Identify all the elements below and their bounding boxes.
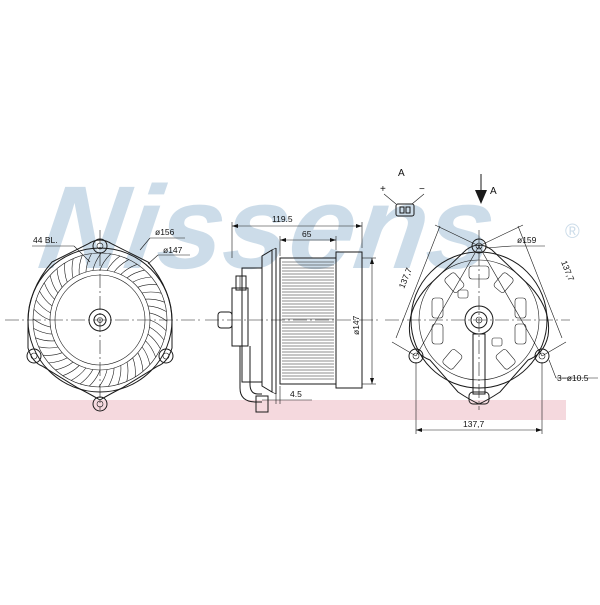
fan-blade [64,262,68,283]
fan-blade [141,346,151,365]
fan-blade [62,365,80,376]
fan-blade [98,369,108,388]
fan-blade [149,326,165,341]
wheel-length-label: 65 [302,229,312,239]
fan-blade [108,367,115,387]
wheel-blade-hatching [282,261,334,380]
svg-text:®: ® [565,221,580,243]
pitch-right-label: 137,7 [559,259,576,283]
fan-blade [33,309,51,321]
fan-blades [32,252,168,388]
terminal-plus-label: + [380,184,386,195]
side-view: 119.5 65 ø147 4.5 [205,214,380,413]
fan-blade [78,255,83,275]
view-arrow-label: A [490,186,497,197]
fan-blade [126,362,129,382]
fan-blade [145,298,165,303]
fan-blade [99,253,111,271]
fan-blade [44,282,55,300]
fan-blade [89,369,101,387]
rear-view: 137,7 137,7 137,7 ø159 3−ø10.5 [385,224,598,434]
brand-logo-watermark: Nissens ® [32,163,580,294]
watermark-band [30,400,566,420]
fan-blade [39,290,53,307]
fan-blade [49,275,59,294]
fan-blade [137,284,158,288]
fan-blade [126,269,145,279]
fan-blade [55,361,74,371]
fan-blade [149,319,167,331]
view-direction-arrow: A [475,174,497,204]
fan-blade [142,291,162,294]
fan-blade [35,337,55,342]
terminal-minus-label: − [419,184,425,195]
fan-blade [113,259,130,273]
fan-blade [132,357,136,378]
fan-blade [48,357,68,364]
flange-offset-label: 4.5 [290,389,302,399]
fan-blade [79,369,94,385]
connector-view-letter: A [398,168,405,179]
fan-blade [85,253,92,273]
fan-blade [33,328,53,335]
outer-diameter-label: ø156 [155,227,175,237]
fan-blade [132,276,152,283]
overall-length-label: 119.5 [272,214,293,224]
fan-blade [42,352,63,356]
fan-blade [56,268,63,288]
fan-blade [38,346,58,349]
pitch-bottom-label: 137,7 [463,419,485,429]
fan-blade [92,252,102,271]
front-view: 44 BL. ø156 ø147 [5,227,200,412]
fan-blade [149,312,168,322]
mount-diameter-label: ø159 [517,235,537,245]
fan-blade [70,367,87,381]
fan-blade [106,255,121,271]
wheel-diameter-label: ø147 [351,315,361,335]
fan-blade [32,318,51,328]
svg-text:Nissens: Nissens [32,163,503,294]
fan-blade [35,299,51,314]
fan-blade [145,340,156,358]
fan-blade [71,258,74,278]
mount-holes-label: 3−ø10.5 [557,373,589,383]
fan-blade [147,305,167,312]
connector-detail-view-a: A + − [380,168,425,217]
blade-count-label: 44 BL. [33,235,58,245]
fan-blade [137,352,144,372]
fan-blade [147,333,161,350]
fan-blade [117,365,122,385]
inner-diameter-label: ø147 [163,245,183,255]
fan-blade [120,264,138,275]
